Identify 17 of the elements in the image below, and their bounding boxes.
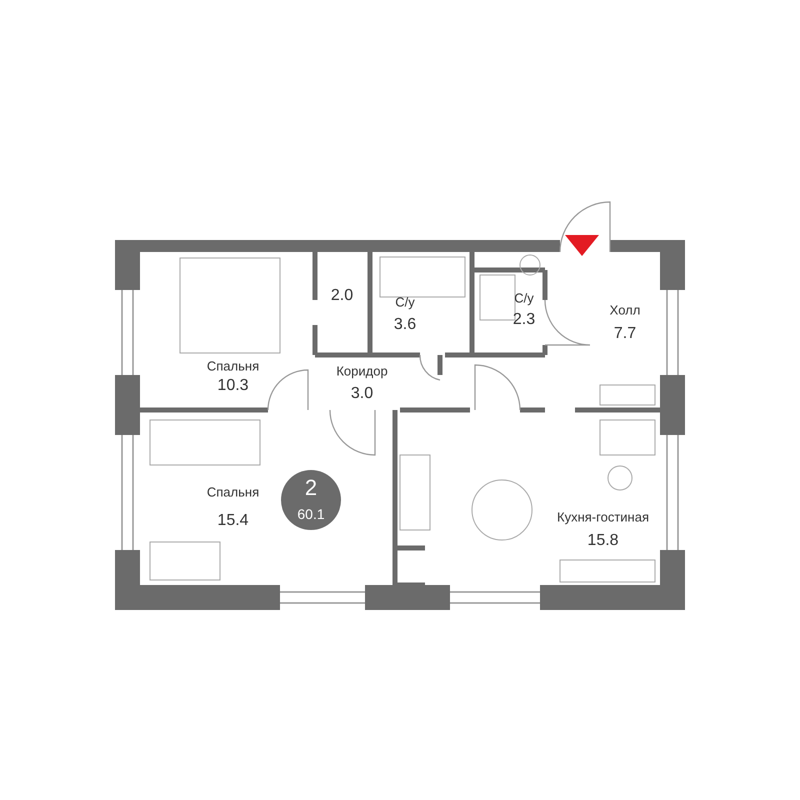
room-name: Спальня	[206, 484, 260, 500]
room-area: 7.7	[614, 325, 636, 343]
room-name: Спальня	[206, 358, 260, 374]
total-area: 60.1	[297, 506, 325, 522]
room-name: Кухня-гостиная	[557, 510, 649, 524]
room-name: С/у	[514, 290, 534, 306]
room-area: 2.3	[512, 311, 536, 329]
room-area: 2.0	[330, 287, 354, 305]
room-area: 15.8	[587, 532, 619, 550]
room-area: 3.6	[394, 316, 416, 334]
room-area: 3.0	[350, 385, 374, 403]
room-name: Коридор	[336, 364, 388, 378]
room-name: С/у	[395, 294, 415, 310]
room-name: Холл	[610, 302, 640, 318]
room-area: 15.4	[217, 512, 249, 530]
room-area: 10.3	[217, 377, 249, 395]
room-count: 2	[304, 475, 318, 501]
